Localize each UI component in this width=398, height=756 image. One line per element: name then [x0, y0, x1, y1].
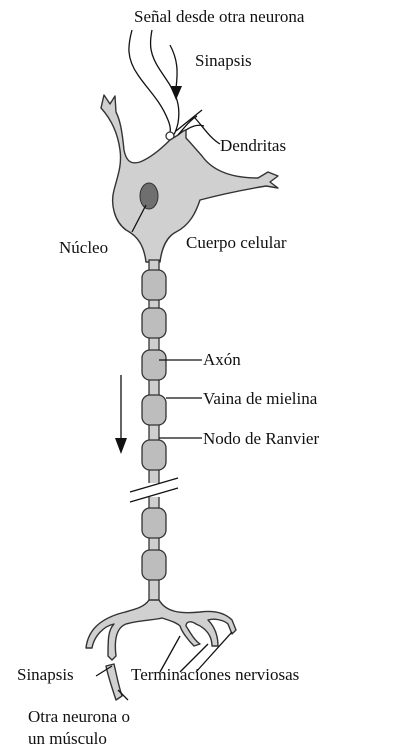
myelin-segment — [142, 508, 166, 538]
incoming-fiber-outer — [151, 30, 179, 137]
incoming-fiber — [129, 30, 170, 136]
myelin-segment — [142, 440, 166, 470]
target-neuron — [106, 664, 122, 700]
label-node-of-ranvier: Nodo de Ranvier — [203, 429, 319, 448]
label-other-neuron-line2: un músculo — [28, 729, 107, 748]
label-other-neuron-line1: Otra neurona o — [28, 707, 130, 726]
label-nucleus: Núcleo — [59, 238, 108, 257]
dendrites-leader — [195, 118, 220, 144]
myelin-segment — [142, 395, 166, 425]
signal-arrow — [170, 45, 177, 88]
label-synapse-bottom: Sinapsis — [17, 665, 74, 684]
myelin-segment — [142, 550, 166, 580]
myelin-segment — [142, 350, 166, 380]
label-cell-body: Cuerpo celular — [186, 233, 287, 252]
signal-direction-arrow-head — [115, 438, 127, 454]
myelin-segment — [142, 270, 166, 300]
label-signal-from-other-neuron: Señal desde otra neurona — [134, 7, 305, 26]
myelin-segment — [142, 308, 166, 338]
label-axon: Axón — [203, 350, 241, 369]
label-myelin-sheath: Vaina de mielina — [203, 389, 318, 408]
axon-terminals — [86, 600, 236, 660]
signal-arrow-head — [170, 86, 182, 100]
nucleus-shape — [140, 183, 158, 209]
label-dendrites: Dendritas — [220, 136, 286, 155]
label-nerve-terminals: Terminaciones nerviosas — [131, 665, 299, 684]
label-synapse-top: Sinapsis — [195, 51, 252, 70]
